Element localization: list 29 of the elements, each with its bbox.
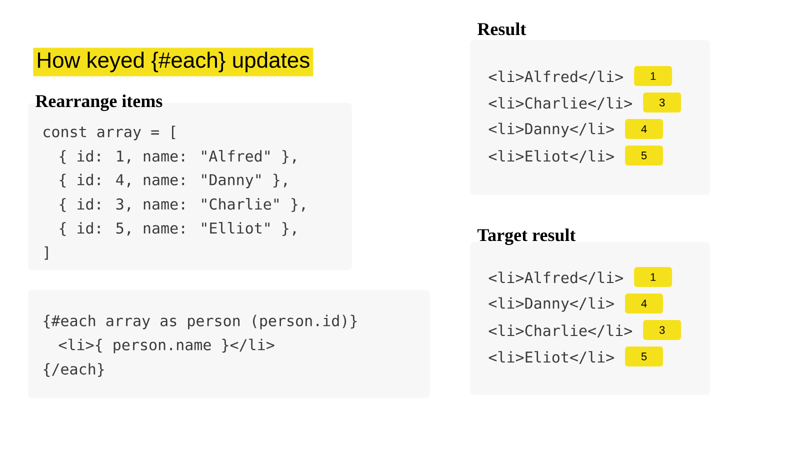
title: How keyed {#each} updates	[33, 48, 314, 76]
number-badge: 3	[643, 92, 682, 112]
code-line: <li>Danny</li>	[488, 122, 614, 138]
code-line: ]	[44, 246, 48, 260]
number-badge: 4	[625, 119, 664, 139]
code-line: <li>Eliot</li>	[488, 150, 614, 163]
code-line: <li>Alfred</li>	[488, 272, 623, 284]
code-line: <li>Alfred</li>	[488, 70, 623, 84]
code-line: <li>Eliot</li>	[488, 351, 614, 364]
section-heading: Rearrange items	[36, 94, 162, 111]
code-line: { id: 5, name: "Elliot" },	[60, 222, 296, 236]
section-heading: Result	[478, 22, 526, 36]
code-line: const array = [	[44, 126, 176, 140]
code-line: <li>Charlie</li>	[488, 97, 632, 110]
code-line: { id: 1, name: "Alfred" },	[60, 150, 296, 164]
number-badge: 1	[634, 267, 672, 287]
number-badge: 4	[625, 294, 664, 314]
section-heading: Target result	[478, 228, 576, 245]
number-badge: 1	[634, 66, 672, 86]
code-line: {/each}	[44, 363, 104, 377]
code-line: { id: 4, name: "Danny" },	[60, 174, 286, 188]
code-line: {#each array as person (person.id)}	[44, 314, 357, 330]
number-badge: 3	[643, 320, 682, 340]
number-badge: 5	[625, 146, 664, 166]
code-line: <li>Charlie</li>	[488, 324, 632, 338]
code-line: <li>Danny</li>	[488, 297, 614, 312]
code-line: { id: 3, name: "Charlie" },	[60, 198, 305, 212]
number-badge: 5	[625, 346, 664, 366]
code-line: <li>{ person.name }</li>	[58, 338, 274, 354]
